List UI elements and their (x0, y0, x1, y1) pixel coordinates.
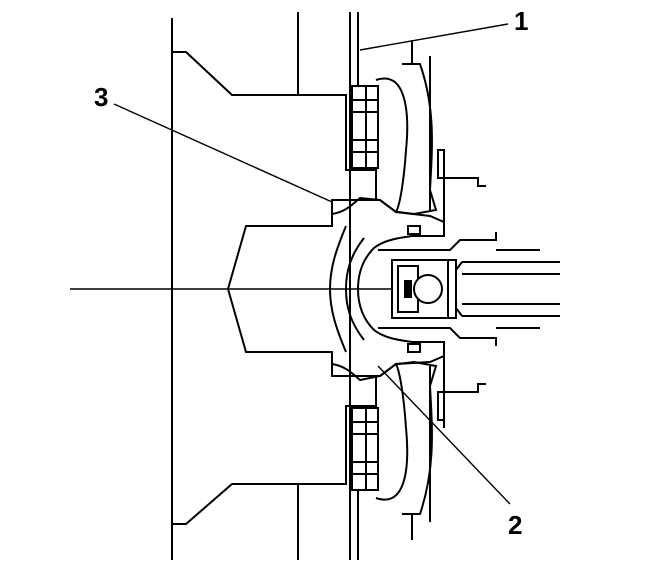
clip-lower (437, 391, 445, 421)
tab-upper (444, 177, 486, 187)
axle-lower-profile (378, 327, 497, 346)
leader-line-2 (377, 365, 511, 505)
clip-upper (437, 149, 445, 179)
center-cap-upper (331, 196, 445, 290)
wheel-profile-upper (172, 51, 377, 290)
axle-nut (391, 259, 463, 319)
leader-line-3 (113, 103, 333, 203)
cap-dome-outer (328, 225, 347, 353)
hub-curve-lower-outer (375, 362, 409, 501)
tab-lower (444, 383, 486, 393)
lug-nut-lower (351, 407, 379, 491)
hub-curve-upper-outer (375, 77, 409, 214)
axle-upper-profile (378, 232, 497, 251)
leader-line-1 (359, 23, 509, 51)
callout-2: 2 (508, 510, 522, 540)
wheel-profile-lower (172, 288, 377, 525)
callout-3: 3 (94, 82, 108, 112)
cap-dome-inner (344, 237, 365, 341)
center-cap-lower (331, 288, 445, 382)
seal-upper (407, 225, 421, 235)
seal-lower (407, 343, 421, 353)
callout-1: 1 (514, 6, 528, 36)
lug-nut-upper (351, 85, 379, 169)
